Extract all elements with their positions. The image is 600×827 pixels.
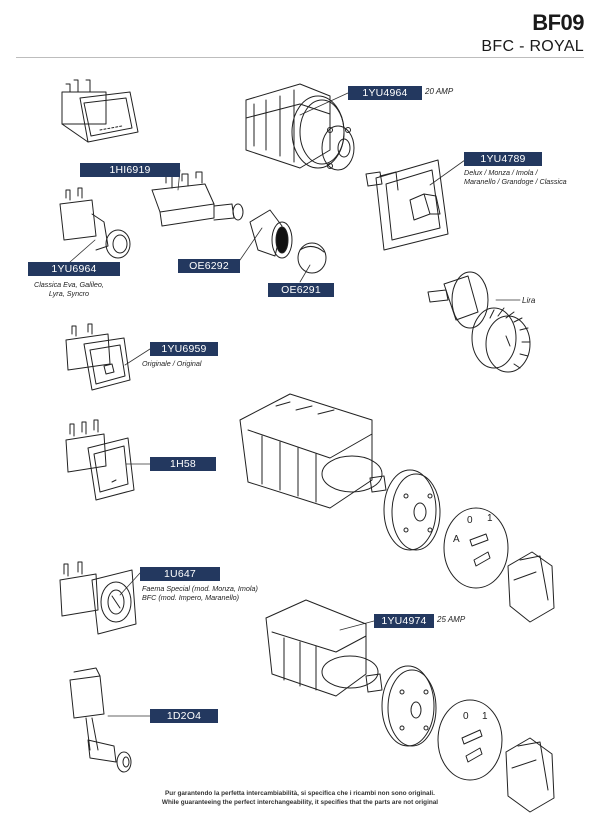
knob-1yu4789-illustration (366, 160, 448, 250)
part-label-1yu4974[interactable]: 1YU4974 (374, 614, 434, 628)
rotary-switch-1yu4964-illustration (246, 84, 354, 170)
dial-mark-upper-a: A (453, 534, 460, 545)
part-note-1yu6959: Originale / Original (142, 359, 202, 368)
part-label-1yu4789[interactable]: 1YU4789 (464, 152, 542, 166)
dial-mark-lower-0: 0 (463, 711, 469, 722)
part-label-1yu4964[interactable]: 1YU4964 (348, 86, 422, 100)
catalog-page-subtitle: BFC - ROYAL (481, 38, 584, 55)
part-label-1h58[interactable]: 1H58 (150, 457, 216, 471)
catalog-page-code: BF09 (532, 10, 584, 35)
dial-plate-upper-illustration (444, 508, 508, 588)
part-label-oe6291[interactable]: OE6291 (268, 283, 334, 297)
dial-mark-lower-1: 1 (482, 711, 488, 722)
dial-mark-upper-1: 1 (487, 513, 493, 524)
part-label-1yu6959[interactable]: 1YU6959 (150, 342, 218, 356)
knob-large-illustration (508, 552, 554, 622)
part-label-1hi6919[interactable]: 1HI6919 (80, 163, 180, 177)
lamp-holder-1d2o4-illustration (70, 668, 131, 772)
part-label-1yu6964[interactable]: 1YU6964 (28, 262, 120, 276)
part-note-lira: Lira (522, 296, 536, 305)
rocker-switch-top-illustration (62, 80, 138, 142)
ring-oe6292-illustration (250, 210, 292, 258)
dial-plate-lower-illustration (438, 700, 502, 780)
part-label-oe6292[interactable]: OE6292 (178, 259, 240, 273)
header-divider (16, 57, 584, 58)
switch-1yu6959-illustration (66, 324, 130, 390)
switch-1u647-illustration (60, 562, 136, 634)
footer-disclaimer-english: While guaranteeing the perfect interchan… (161, 799, 439, 806)
cap-oe6291-illustration (298, 243, 326, 273)
part-label-1d2o4[interactable]: 1D2O4 (150, 709, 218, 723)
dial-mark-upper-0: 0 (467, 515, 473, 526)
switch-1yu6964-illustration (60, 188, 130, 258)
rotary-switch-large-illustration (240, 394, 440, 550)
footer-disclaimer-italian: Pur garantendo la perfetta intercambiabi… (165, 790, 435, 797)
part-label-1u647[interactable]: 1U647 (140, 567, 220, 581)
knob-lower-illustration (506, 738, 554, 812)
rotary-switch-1yu4974-illustration (266, 600, 436, 746)
part-note-1yu4974: 25 AMP (437, 615, 466, 624)
part-note-1u647: Faema Special (mod. Monza, Imola) BFC (m… (142, 584, 258, 602)
part-note-1yu4964: 20 AMP (425, 87, 454, 96)
knob-lira-illustration (428, 272, 530, 372)
switch-1h58-illustration (66, 420, 134, 500)
part-note-1yu6964: Classica Eva, Galileo, Lyra, Syncro (34, 280, 104, 298)
micro-switch-1hi6919-illustration (152, 172, 243, 226)
leader-lines (70, 93, 520, 716)
part-note-1yu4789: Delux / Monza / Imola / Maranello / Gran… (464, 168, 567, 186)
